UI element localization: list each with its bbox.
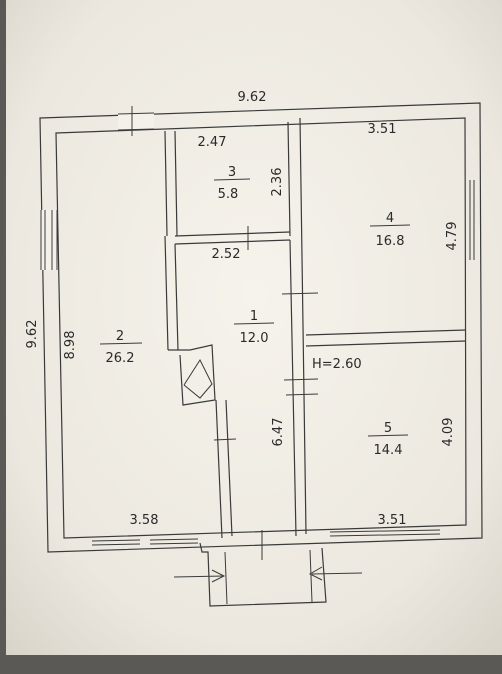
- room2-height-label: 8.98: [63, 331, 78, 360]
- window-top: [117, 106, 155, 136]
- overall-width-label: 9.62: [238, 90, 267, 105]
- room5-height-label: 4.09: [441, 418, 456, 447]
- windows-bottom: [91, 529, 441, 546]
- room5-number: 5: [384, 421, 392, 436]
- room-labels: 3 5.8 4 16.8 1 12.0 2 26.2 5 14.4: [99, 165, 411, 458]
- entry-porch: [173, 542, 363, 607]
- room3-height-label: 2.36: [270, 168, 285, 197]
- room5-area: 14.4: [374, 443, 403, 458]
- room1-area: 12.0: [240, 331, 269, 346]
- overall-height-label: 9.62: [25, 320, 40, 349]
- window-left: [40, 210, 58, 270]
- room4-height-label: 4.79: [445, 222, 460, 251]
- room3-area: 5.8: [218, 187, 239, 202]
- ceiling-height-label: H=2.60: [312, 357, 362, 372]
- hall-height-label: 6.47: [271, 418, 286, 447]
- room1-number: 1: [250, 309, 258, 324]
- room5-width-label: 3.51: [378, 513, 407, 528]
- room2-width-label: 3.58: [130, 513, 159, 528]
- room2-area: 26.2: [106, 351, 135, 366]
- window-right: [469, 180, 475, 260]
- door-marks: [213, 226, 319, 560]
- room4-area: 16.8: [376, 234, 405, 249]
- interior-walls: [164, 117, 467, 539]
- room4-width-label: 3.51: [368, 122, 397, 137]
- room4-number: 4: [386, 211, 394, 226]
- room3-width-label: 2.47: [198, 135, 227, 150]
- room2-number: 2: [116, 329, 124, 344]
- hall-width-label: 2.52: [212, 247, 241, 262]
- dimension-labels: 9.62 9.62 2.47 2.36 2.52 6.47 8.98 3.58 …: [25, 90, 460, 528]
- room3-number: 3: [228, 165, 236, 180]
- outer-walls: [39, 102, 483, 553]
